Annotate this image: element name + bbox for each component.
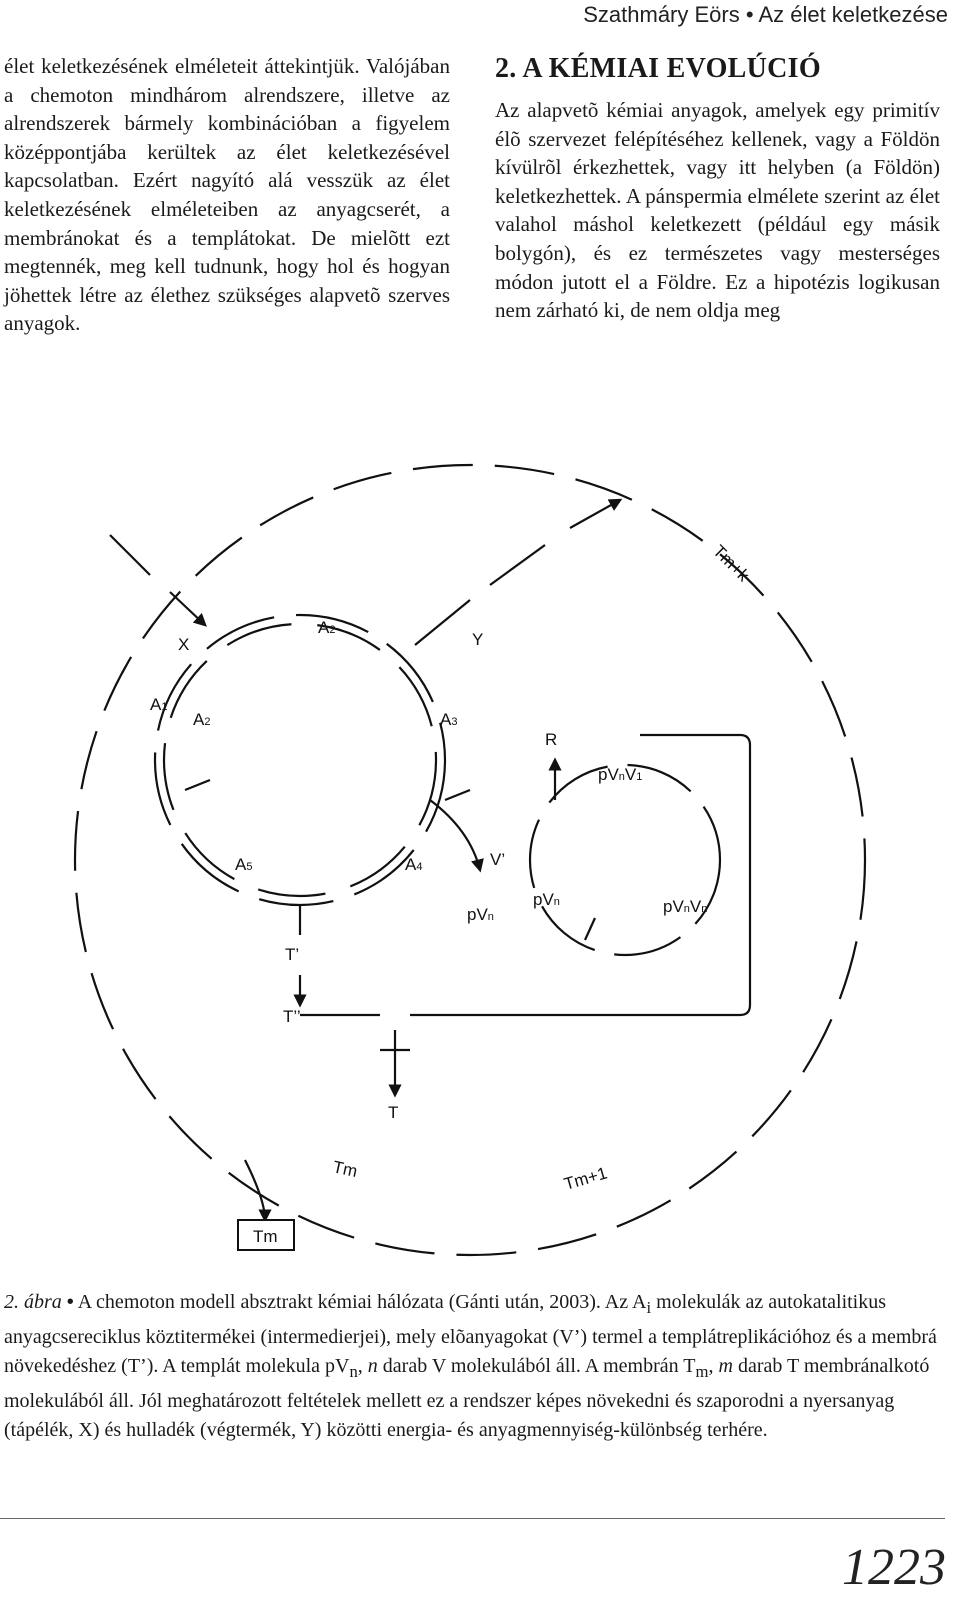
label-a2-top: A2 bbox=[318, 618, 335, 637]
left-column: élet keletkezésének elméleteit áttekintj… bbox=[4, 52, 450, 338]
caption-sub-i: i bbox=[646, 1298, 652, 1317]
right-paragraph: Az alapvetõ kémiai anyagok, amelyek egy … bbox=[495, 98, 940, 323]
junction-bar-2 bbox=[184, 778, 211, 792]
caption-m-var: m bbox=[718, 1355, 733, 1377]
label-tm-box: Tm bbox=[253, 1227, 278, 1246]
caption-n-var: n bbox=[367, 1355, 378, 1377]
tm-box bbox=[237, 1219, 295, 1251]
template-to-membrane-line bbox=[410, 733, 752, 1017]
label-x: X bbox=[178, 635, 189, 654]
label-r: R bbox=[545, 730, 557, 749]
label-vprime: V’ bbox=[490, 850, 505, 869]
caption-text-2: molekulák az autokatalitikus anyagcserec… bbox=[4, 1291, 937, 1377]
input-line bbox=[109, 534, 205, 625]
label-y: Y bbox=[472, 630, 483, 649]
caption-text-4: darab V molekulából áll. A membrán T bbox=[377, 1355, 696, 1377]
metabolic-cycle-inner bbox=[162, 622, 438, 898]
label-pvnvn: pVnVn bbox=[663, 897, 707, 916]
junction-bar-3 bbox=[444, 788, 471, 802]
chemoton-diagram: X Y A2 A1 A2 A3 A5 A4 R pVnV1 V’ pVn pVn… bbox=[73, 463, 867, 1257]
output-line bbox=[414, 500, 620, 646]
caption-text-6: darab T membránalkotó molekulából áll. J… bbox=[4, 1355, 930, 1441]
tm-branch bbox=[244, 1159, 272, 1223]
label-t: T bbox=[388, 1103, 398, 1122]
membrane-circle bbox=[73, 463, 867, 1257]
caption-text-3: , bbox=[357, 1355, 368, 1377]
metabolic-cycle-outer bbox=[153, 613, 447, 907]
label-a1: A1 bbox=[150, 695, 167, 714]
section-title: 2. A KÉMIAI EVOLÚCIÓ bbox=[495, 53, 821, 84]
label-tdprime: T’’ bbox=[283, 1007, 301, 1026]
label-a5: A5 bbox=[235, 855, 252, 874]
left-paragraph: élet keletkezésének elméleteit áttekintj… bbox=[4, 54, 450, 336]
label-pvn-left: pVn bbox=[467, 905, 494, 924]
vprime-branch bbox=[429, 799, 484, 873]
label-pvnv1: pVnV1 bbox=[598, 765, 642, 784]
page-number: 1223 bbox=[842, 1539, 946, 1596]
caption-sub-m: m bbox=[695, 1362, 709, 1381]
bottom-rule bbox=[0, 1518, 945, 1519]
caption-text-1: A chemoton modell absztrakt kémiai hálóz… bbox=[77, 1291, 647, 1313]
junction-bar-4 bbox=[583, 917, 597, 941]
label-a4: A4 bbox=[405, 855, 422, 874]
label-tprime: T’ bbox=[285, 945, 299, 964]
figure-number: 2. ábra bbox=[4, 1291, 62, 1313]
label-a2: A2 bbox=[193, 710, 210, 729]
caption-sub-n: n bbox=[349, 1362, 358, 1381]
caption-bullet: • bbox=[66, 1291, 74, 1313]
template-cycle bbox=[528, 763, 722, 957]
figure-caption: 2. ábra • A chemoton modell absztrakt ké… bbox=[4, 1288, 940, 1446]
label-tm1-seg: Tm+1 bbox=[562, 1163, 609, 1193]
right-column: 2. A KÉMIAI EVOLÚCIÓ Az alapvetõ kémiai … bbox=[495, 52, 940, 325]
label-tm-seg: Tm bbox=[331, 1157, 359, 1181]
caption-text-5: , bbox=[708, 1355, 719, 1377]
label-a3: A3 bbox=[440, 710, 457, 729]
label-pvn-mid: pVn bbox=[533, 890, 560, 909]
running-header: Szathmáry Eörs • Az élet keletkezése bbox=[583, 2, 948, 27]
